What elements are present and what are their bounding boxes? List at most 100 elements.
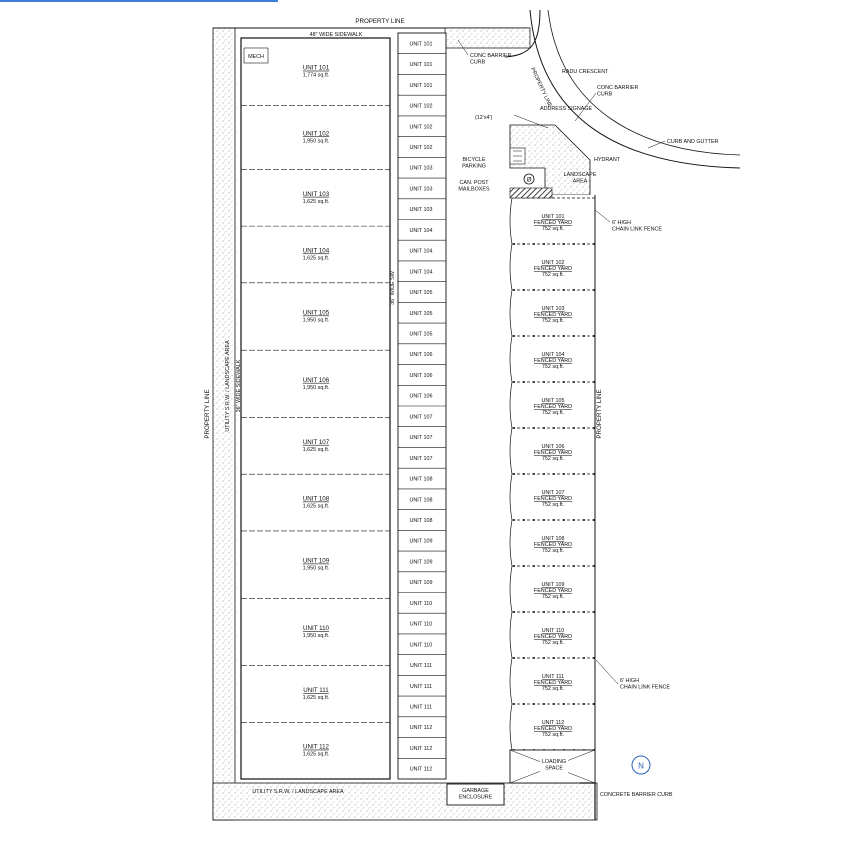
fence-post [523, 611, 525, 613]
garbage-enclosure [446, 783, 505, 806]
parking-stall-label: UNIT 108 [410, 497, 433, 503]
yard-area: 752 sq.ft. [542, 364, 564, 370]
parking-stall-label: UNIT 106 [410, 352, 433, 358]
fence-post [573, 427, 575, 429]
sidewalk-36-left-label: 36" WIDE SIDEWALK [236, 359, 242, 412]
fence-post [563, 473, 565, 475]
yard-unit: UNIT 109 [542, 582, 565, 588]
parking-stall-label: UNIT 110 [410, 601, 433, 607]
parking-stall-label: UNIT 107 [410, 435, 433, 441]
unit-area: 1,625 sq.ft. [303, 695, 330, 701]
fence-post [543, 657, 545, 659]
yard-fence-edge [509, 703, 513, 751]
fence-post [583, 657, 585, 659]
conc-barrier-curb-line [504, 9, 541, 58]
yard-label: FENCED YARD [534, 358, 572, 364]
fence-post [543, 243, 545, 245]
fence-post [593, 381, 595, 383]
yard-label: FENCED YARD [534, 542, 572, 548]
yard-fence-edge [509, 335, 513, 383]
fence-post [583, 565, 585, 567]
parking-stall-label: UNIT 104 [410, 269, 433, 275]
parking-stall-label: UNIT 106 [410, 394, 433, 400]
unit-area: 1,625 sq.ft. [303, 504, 330, 510]
mailbox-icon-glyph: Ø [527, 177, 532, 184]
fence-post [573, 657, 575, 659]
fence-post [523, 657, 525, 659]
fence-post [543, 473, 545, 475]
fence-post [583, 611, 585, 613]
fence-post [543, 289, 545, 291]
unit-area: 1,625 sq.ft. [303, 752, 330, 758]
fence-post [583, 427, 585, 429]
yard-unit: UNIT 102 [542, 260, 565, 266]
fence-post [513, 565, 515, 567]
fence-post [563, 703, 565, 705]
unit-area: 1,950 sq.ft. [303, 138, 330, 144]
radu-crescent-label: RADU CRESCENT [562, 69, 609, 75]
fence-post [553, 519, 555, 521]
property-line-top-label: PROPERTY LINE [355, 18, 404, 25]
fence-post [583, 243, 585, 245]
fence-post [523, 243, 525, 245]
yard-fence-edge [509, 197, 513, 245]
address-signage-size: (12'x4') [475, 115, 493, 121]
yard-unit: UNIT 108 [542, 536, 565, 542]
top-corner-landscape [444, 27, 531, 49]
fence-post [573, 519, 575, 521]
fence-post [553, 703, 555, 705]
yard-area: 752 sq.ft. [542, 686, 564, 692]
yard-area: 752 sq.ft. [542, 318, 564, 324]
unit-area: 1,625 sq.ft. [303, 255, 330, 261]
fence-post [553, 243, 555, 245]
fence-post [563, 519, 565, 521]
parking-stall-label: UNIT 107 [410, 456, 433, 462]
fence-post [523, 289, 525, 291]
unit-name: UNIT 110 [303, 625, 329, 632]
unit-name: UNIT 112 [303, 744, 329, 751]
fence-post [563, 611, 565, 613]
parking-stall-label: UNIT 101 [410, 83, 433, 89]
fence-post [553, 335, 555, 337]
fence-post [563, 381, 565, 383]
utility-srw-bottom-label: UTILITY S.R.W. / LANDSCAPE AREA [252, 789, 344, 795]
unit-name: UNIT 102 [303, 130, 330, 137]
fence-post [593, 473, 595, 475]
fence-post [583, 519, 585, 521]
curb-and-gutter-line [547, 9, 741, 156]
unit-name: UNIT 107 [303, 439, 330, 446]
parking-stall-label: UNIT 108 [410, 477, 433, 483]
unit-name: UNIT 106 [303, 377, 330, 384]
unit-area: 1,774 sq.ft. [303, 73, 330, 79]
unit-name: UNIT 101 [303, 65, 330, 72]
parking-stall-label: UNIT 102 [410, 145, 433, 151]
fence-post [573, 381, 575, 383]
yard-label: FENCED YARD [534, 634, 572, 640]
parking-stall-label: UNIT 107 [410, 414, 433, 420]
fence-post [593, 565, 595, 567]
parking-stall-label: UNIT 105 [410, 311, 433, 317]
utility-srw-left-label: UTILITY S.R.W. / LANDSCAPE AREA [225, 340, 231, 432]
fence-post [583, 335, 585, 337]
fence-post [543, 335, 545, 337]
fence-post [543, 703, 545, 705]
fence-post [523, 565, 525, 567]
fence-post [513, 657, 515, 659]
fence-post [543, 565, 545, 567]
fence-post [513, 289, 515, 291]
yard-area: 752 sq.ft. [542, 410, 564, 416]
yard-label: FENCED YARD [534, 220, 572, 226]
fence-post [523, 335, 525, 337]
concrete-barrier-curb-label: CONCRETE BARRIER CURB [600, 792, 673, 798]
fence-post [563, 657, 565, 659]
fence-post [523, 473, 525, 475]
fence-post [593, 703, 595, 705]
parking-stall-label: UNIT 109 [410, 559, 433, 565]
fence-post [513, 243, 515, 245]
fence-post [513, 427, 515, 429]
fence-post [573, 243, 575, 245]
